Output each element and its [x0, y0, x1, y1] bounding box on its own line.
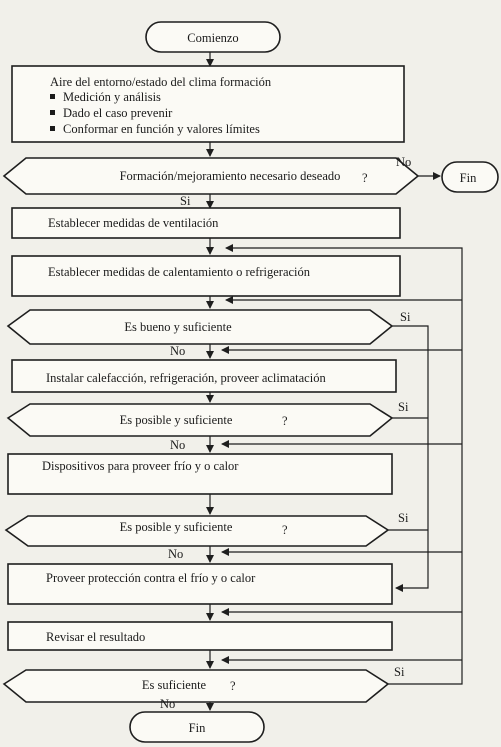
end-node-top: Fin — [441, 161, 499, 193]
process-label: Establecer medidas de calentamiento o re… — [48, 265, 311, 279]
bullet-icon — [50, 126, 55, 131]
process-review: Revisar el resultado — [7, 621, 393, 651]
no-label: No — [168, 547, 183, 561]
yes-loop-back — [225, 244, 463, 685]
process-heating-cooling: Establecer medidas de calentamiento o re… — [11, 255, 401, 297]
no-label: No — [170, 344, 185, 358]
bullet-icon — [50, 94, 55, 99]
yes-label: Si — [398, 400, 409, 414]
decision-label: Es posible y suficiente — [120, 413, 233, 427]
question-mark: ? — [362, 171, 368, 185]
bullet-item: Medición y análisis — [63, 90, 161, 104]
process-climate-analysis: Aire del entorno/estado del clima formac… — [11, 65, 405, 143]
process-label: Establecer medidas de ventilación — [48, 216, 219, 230]
process-protection: Proveer protección contra el frío y o ca… — [7, 563, 393, 605]
no-label: No — [396, 155, 411, 169]
no-label: No — [160, 697, 175, 711]
process-title: Aire del entorno/estado del clima formac… — [50, 75, 272, 89]
no-label: No — [170, 438, 185, 452]
process-install: Instalar calefacción, refrigeración, pro… — [11, 359, 397, 393]
question-mark: ? — [282, 523, 288, 537]
start-label: Comienzo — [187, 31, 238, 45]
decision-label: Es bueno y suficiente — [124, 320, 232, 334]
end-node-bottom: Fin — [129, 711, 265, 743]
yes-label: Si — [180, 194, 191, 208]
decision-sufficient: Es suficiente ? Si No — [2, 665, 405, 711]
start-node: Comienzo — [145, 21, 281, 53]
question-mark: ? — [282, 414, 288, 428]
connectors — [206, 52, 463, 711]
process-label: Instalar calefacción, refrigeración, pro… — [46, 371, 326, 385]
decision-good-enough: Es bueno y suficiente Si No — [6, 309, 411, 358]
bullet-item: Conformar en función y valores límites — [63, 122, 260, 136]
process-ventilation: Establecer medidas de ventilación — [11, 207, 401, 239]
decision-label: Es suficiente — [142, 678, 207, 692]
process-label: Proveer protección contra el frío y o ca… — [46, 571, 256, 585]
question-mark: ? — [230, 679, 236, 693]
decision-possible-enough-2: Es posible y suficiente ? Si No — [4, 511, 409, 561]
yes-label: Si — [400, 310, 411, 324]
decision-label: Formación/mejoramiento necesario deseado — [120, 169, 341, 183]
bullet-item: Dado el caso prevenir — [63, 106, 173, 120]
process-devices: Dispositivos para proveer frío y o calor — [7, 453, 393, 495]
end-label: Fin — [460, 171, 477, 185]
decision-possible-enough-1: Es posible y suficiente ? Si No — [6, 400, 409, 452]
yes-label: Si — [394, 665, 405, 679]
process-label: Dispositivos para proveer frío y o calor — [42, 459, 239, 473]
yes-label: Si — [398, 511, 409, 525]
process-label: Revisar el resultado — [46, 630, 145, 644]
end-label: Fin — [189, 721, 206, 735]
decision-improvement-needed: Formación/mejoramiento necesario deseado… — [2, 155, 420, 208]
decision-label: Es posible y suficiente — [120, 520, 233, 534]
yes-branch-1 — [388, 325, 429, 592]
bullet-icon — [50, 110, 55, 115]
